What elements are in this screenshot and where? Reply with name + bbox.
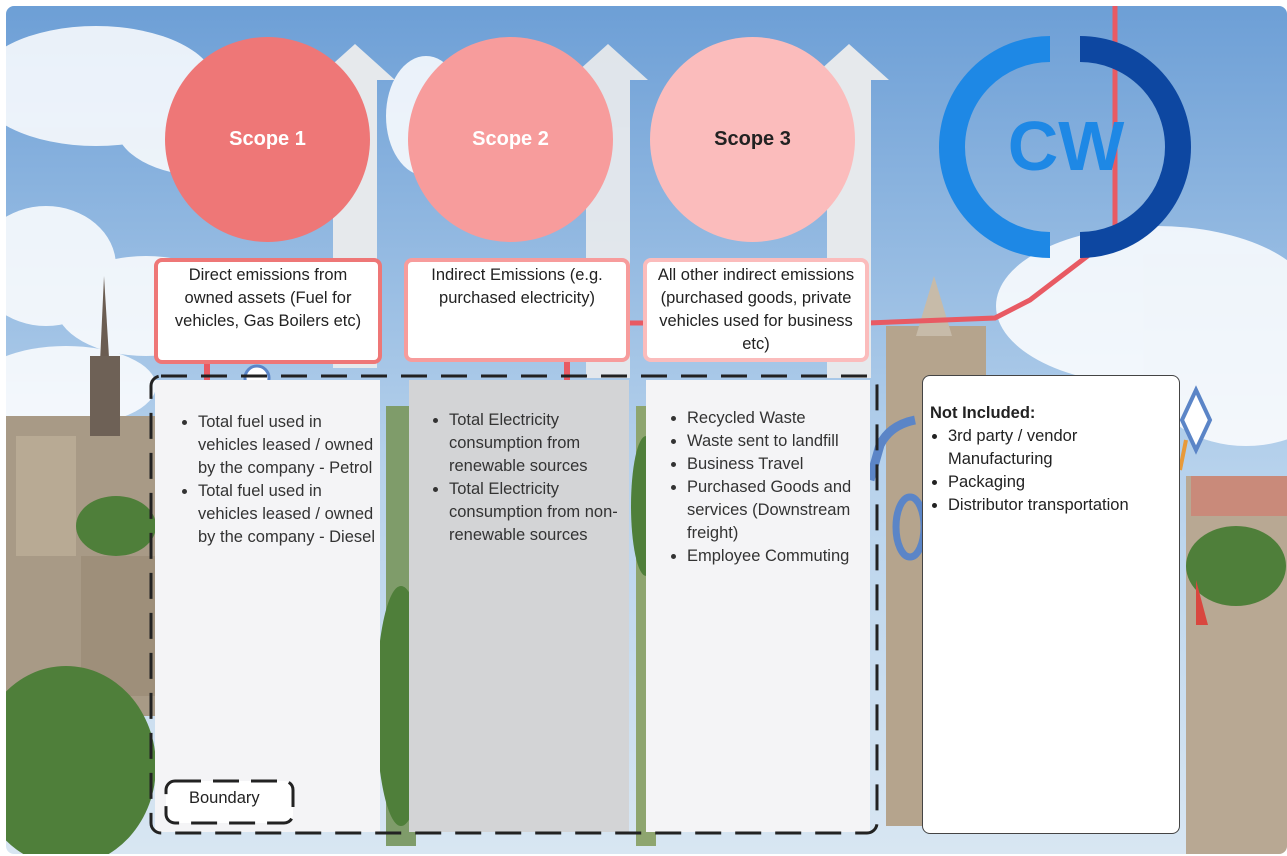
cw-logo: CW	[939, 36, 1191, 258]
scope1-description: Direct emissions from owned assets (Fuel…	[154, 258, 382, 364]
scope3-circle: Scope 3	[650, 37, 855, 242]
scope2-list: Total Electricity consumption from renew…	[427, 409, 627, 547]
list-item: Total Electricity consumption from renew…	[449, 409, 627, 478]
scope3-description: All other indirect emissions (purchased …	[643, 258, 869, 362]
not-included-heading: Not Included:	[930, 404, 1036, 422]
logo-text: CW	[1008, 107, 1125, 185]
list-item: Employee Commuting	[687, 545, 865, 568]
connector-line-main	[867, 6, 1118, 326]
list-item: Distributor transportation	[948, 494, 1171, 517]
list-item: Packaging	[948, 471, 1171, 494]
scope1-panel	[155, 380, 380, 832]
logo-ring-left	[939, 36, 1051, 258]
list-item: Total Electricity consumption from non-r…	[449, 478, 627, 547]
boundary-outline	[149, 374, 879, 835]
list-item: Total fuel used in vehicles leased / own…	[198, 480, 376, 549]
list-item: Purchased Goods and services (Downstream…	[687, 476, 865, 545]
diamond-marker	[1179, 385, 1213, 455]
scope1-title: Scope 1	[229, 128, 306, 150]
not-included-box: Not Included: 3rd party / vendor Manufac…	[922, 375, 1180, 834]
orange-marker	[1178, 439, 1188, 471]
scope2-description: Indirect Emissions (e.g. purchased elect…	[404, 258, 630, 362]
scope2-panel	[409, 380, 629, 832]
scope2-circle: Scope 2	[408, 37, 613, 242]
connector-node-blue	[892, 493, 928, 561]
list-item: Waste sent to landfill	[687, 430, 865, 453]
list-item: 3rd party / vendor Manufacturing	[948, 425, 1171, 471]
scope1-list: Total fuel used in vehicles leased / own…	[176, 411, 376, 549]
list-item: Recycled Waste	[687, 407, 865, 430]
scope3-list: Recycled Waste Waste sent to landfill Bu…	[665, 407, 865, 568]
list-item: Business Travel	[687, 453, 865, 476]
scope3-panel	[646, 380, 870, 832]
scope2-title: Scope 2	[472, 128, 549, 150]
scope1-circle: Scope 1	[165, 37, 370, 242]
boundary-label-box	[164, 779, 295, 825]
red-pennant	[1196, 580, 1208, 625]
list-item: Total fuel used in vehicles leased / own…	[198, 411, 376, 480]
scope3-title: Scope 3	[714, 128, 791, 150]
logo-ring-right	[1079, 36, 1191, 258]
connector-line-blue	[865, 415, 917, 482]
boundary-label: Boundary	[189, 789, 260, 807]
